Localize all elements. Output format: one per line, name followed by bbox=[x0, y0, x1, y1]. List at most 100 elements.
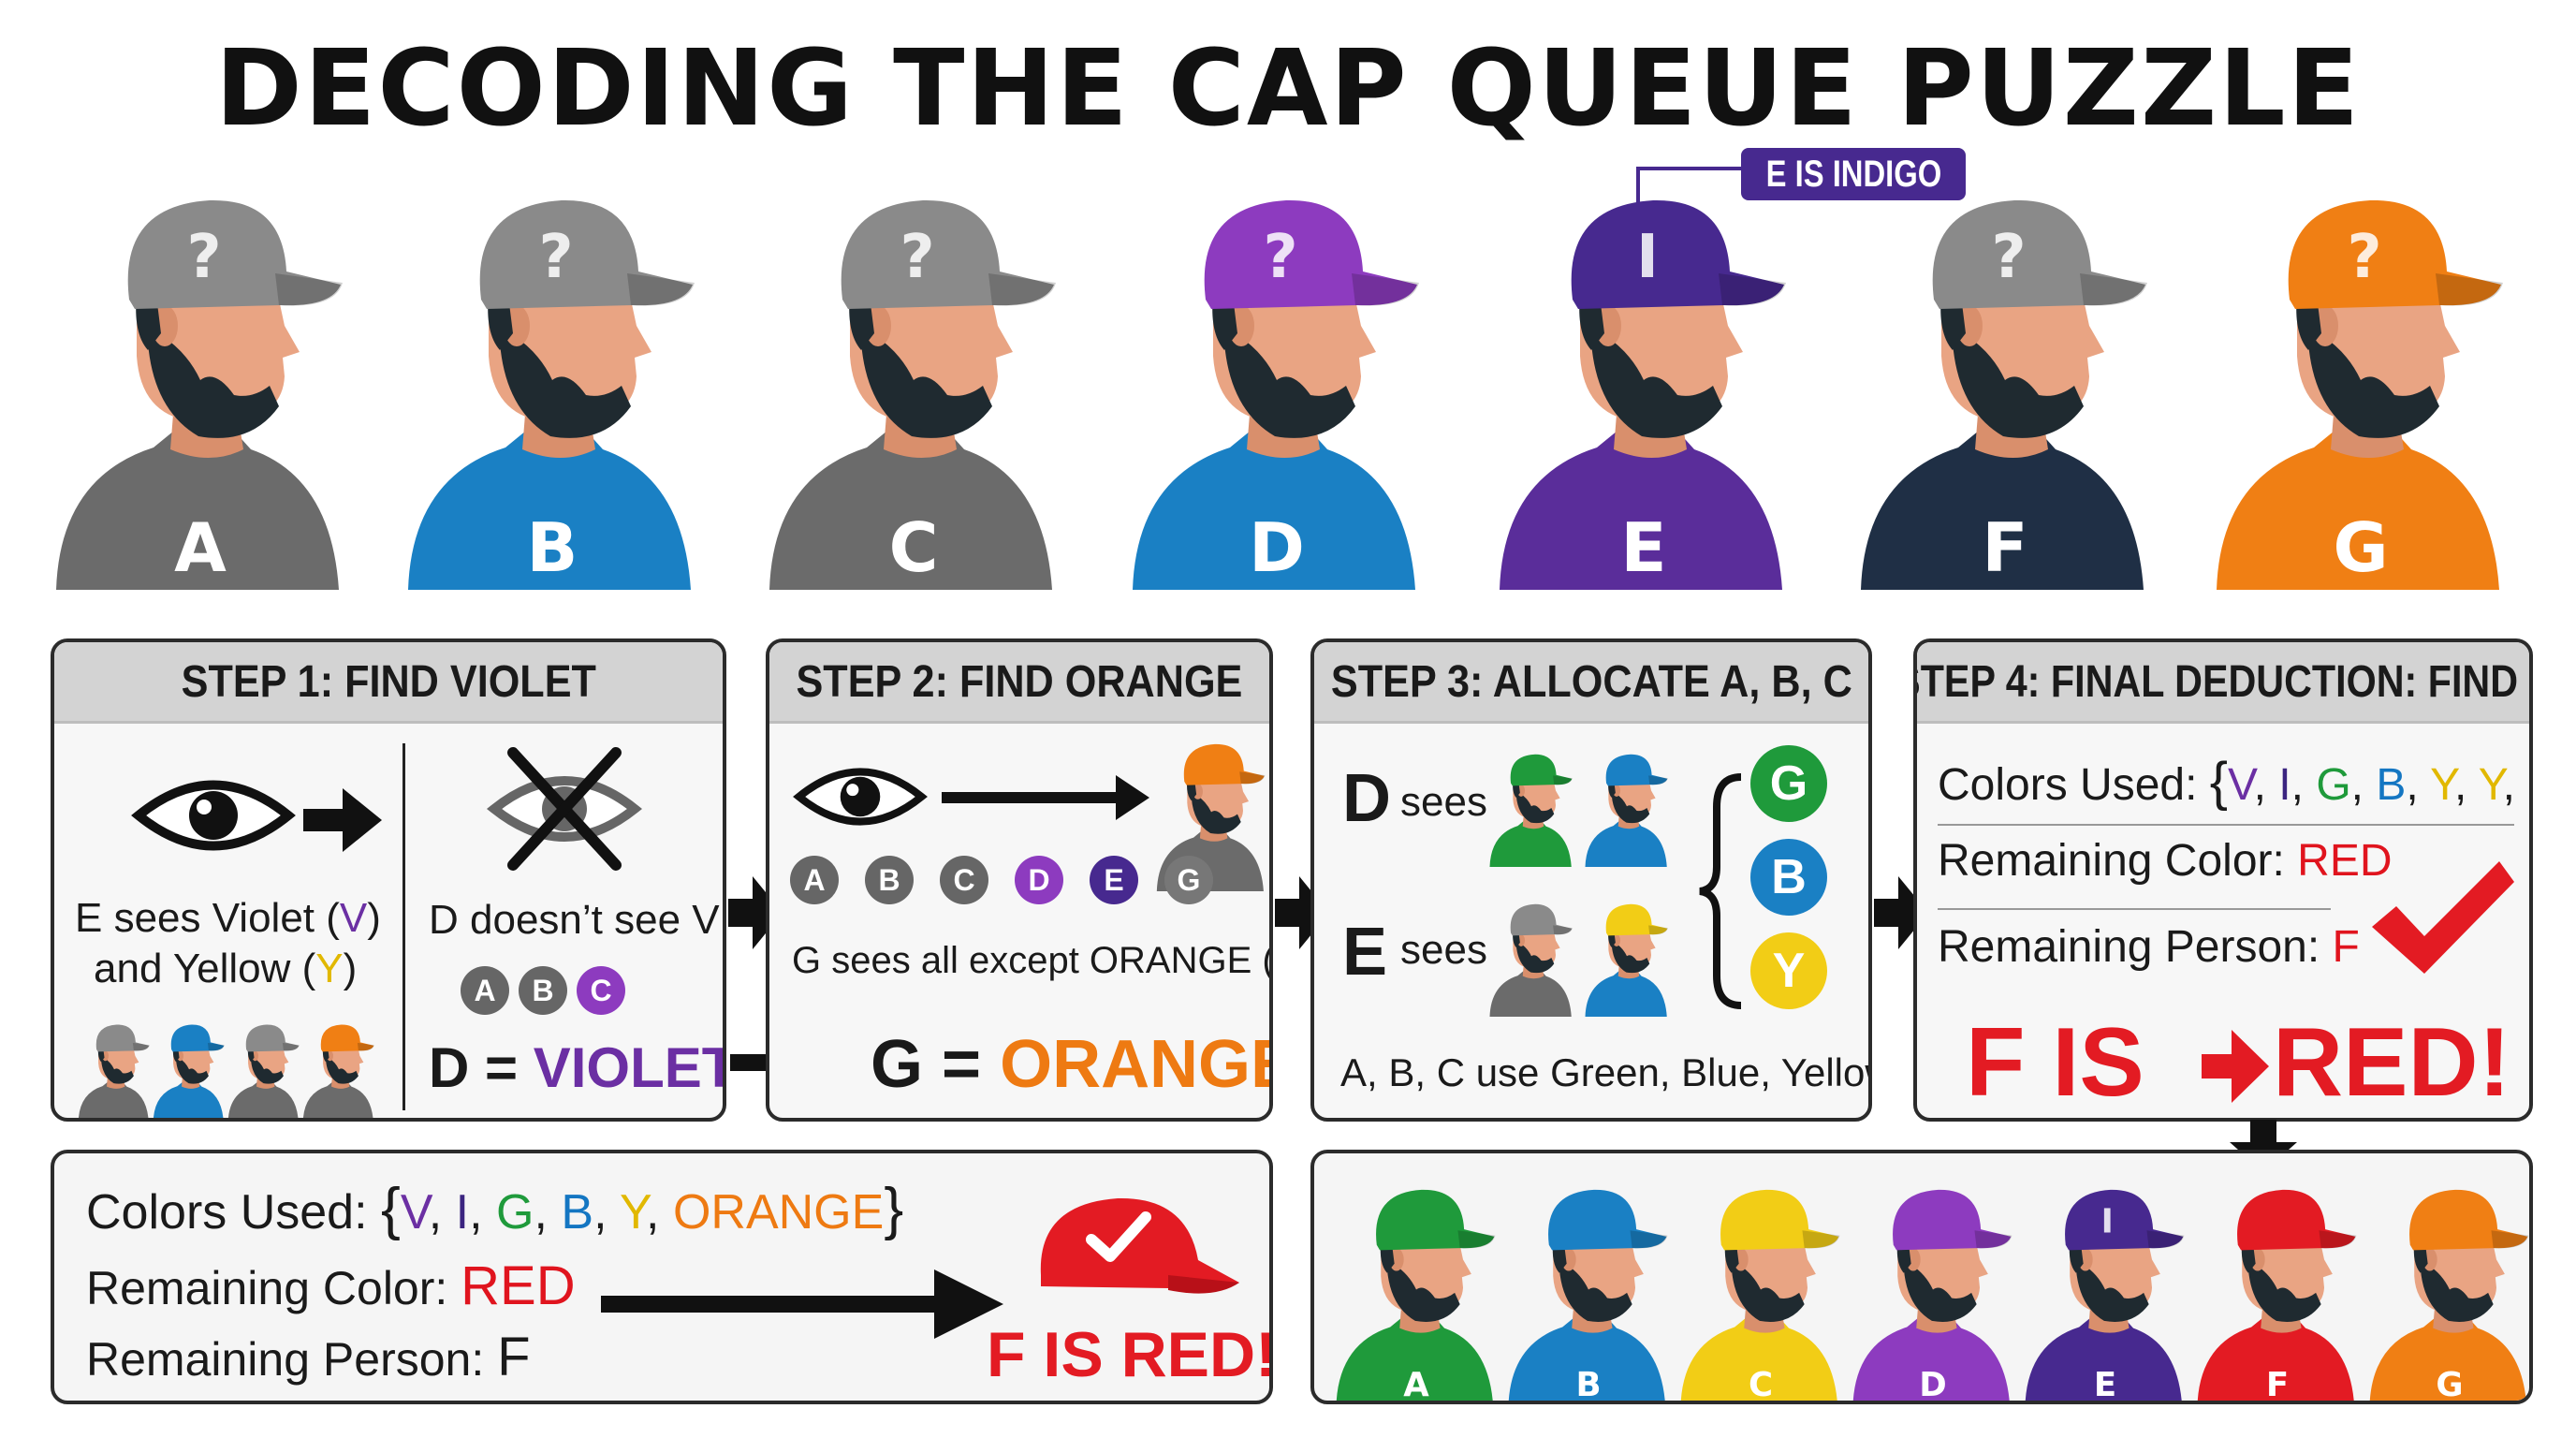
step1-circle-c: C bbox=[577, 966, 625, 1015]
brace-icon bbox=[1699, 773, 1742, 1009]
step4-divider-1 bbox=[1938, 824, 2514, 826]
summary-colors-used: Colors Used: {V, I, G, B, Y, ORANGE} bbox=[86, 1177, 904, 1241]
svg-text:?: ? bbox=[900, 223, 934, 292]
step1-mini-head bbox=[75, 1017, 154, 1118]
callout-leader-line bbox=[1636, 167, 1764, 211]
step2-circle-e: E bbox=[1090, 856, 1138, 904]
step3-seen-head bbox=[1485, 745, 1578, 867]
step2-g-head bbox=[1146, 732, 1269, 891]
step2-circle-g: G bbox=[1164, 856, 1213, 904]
red-cap-icon bbox=[1040, 1197, 1239, 1294]
person-g: ? G bbox=[2211, 169, 2510, 590]
svg-text:G: G bbox=[2333, 508, 2388, 587]
step2-circle-a: A bbox=[790, 856, 839, 904]
step4-panel: STEP 4: FINAL DEDUCTION: FIND F Colors U… bbox=[1913, 638, 2533, 1122]
svg-text:G: G bbox=[2436, 1366, 2463, 1404]
callout-indigo: E IS INDIGO bbox=[1741, 148, 1966, 200]
svg-text:A: A bbox=[174, 508, 227, 587]
step4-divider-2 bbox=[1938, 908, 2331, 910]
step2-result: G = ORANGE bbox=[871, 1027, 1273, 1102]
svg-text:B: B bbox=[1575, 1366, 1601, 1404]
step4-final: F IS bbox=[1966, 1008, 2144, 1117]
step1-to-step2-arrow bbox=[728, 876, 783, 949]
step3-seen-head bbox=[1485, 895, 1578, 1017]
step1-mini-head bbox=[225, 1017, 303, 1118]
step4-header: STEP 4: FINAL DEDUCTION: FIND F bbox=[1917, 642, 2529, 724]
svg-text:?: ? bbox=[2347, 223, 2381, 292]
svg-text:?: ? bbox=[1263, 223, 1297, 292]
step1-d-doesnt-see: D doesn’t see V bbox=[429, 897, 720, 943]
svg-text:?: ? bbox=[186, 223, 221, 292]
step1-mini-head bbox=[150, 1017, 228, 1118]
step3-to-step4-arrow bbox=[1874, 876, 1928, 949]
svg-text:F: F bbox=[2266, 1366, 2289, 1404]
svg-text:E: E bbox=[1620, 508, 1666, 587]
step4-final-red: RED! bbox=[2273, 1008, 2511, 1117]
final-person-b: B bbox=[1500, 1172, 1677, 1404]
final-person-c: C bbox=[1672, 1172, 1850, 1404]
final-person-d: D bbox=[1844, 1172, 2022, 1401]
step1-circle-a: A bbox=[461, 966, 509, 1015]
step4-colors-used: Colors Used: {V, I, G, B, Y, Y, O} bbox=[1938, 752, 2529, 812]
red-arrow-icon bbox=[2202, 1030, 2269, 1103]
step2-circle-b: B bbox=[865, 856, 914, 904]
step1-divider bbox=[402, 743, 405, 1110]
step3-seen-head bbox=[1580, 895, 1674, 1017]
step3-d-label: D bbox=[1342, 761, 1391, 836]
step1-e-sees: E sees Violet (V) bbox=[75, 895, 381, 941]
person-e: I E bbox=[1494, 169, 1793, 590]
person-a: ? A bbox=[51, 169, 350, 590]
final-person-e: I E bbox=[2016, 1172, 2194, 1401]
svg-text:C: C bbox=[1749, 1366, 1773, 1404]
down-arrow-icon bbox=[2230, 1120, 2297, 1172]
summary-remaining-color: Remaining Color: RED bbox=[86, 1255, 576, 1316]
step3-header: STEP 3: ALLOCATE A, B, C bbox=[1314, 642, 1868, 724]
step2-header: STEP 2: FIND ORANGE bbox=[769, 642, 1269, 724]
svg-text:?: ? bbox=[1991, 223, 2026, 292]
final-person-a: A bbox=[1327, 1172, 1505, 1401]
step4-remaining-color: Remaining Color: RED bbox=[1938, 836, 2393, 886]
arrow-right-icon bbox=[303, 788, 382, 852]
final-person-f: F bbox=[2188, 1172, 2366, 1404]
page-title: DECODING THE CAP QUEUE PUZZLE bbox=[214, 28, 2362, 150]
step3-option-b: B bbox=[1750, 839, 1827, 916]
summary-conclusion: F IS RED! bbox=[987, 1319, 1273, 1390]
final-row-panel: A B C D bbox=[1310, 1150, 2533, 1404]
checkmark-icon bbox=[2372, 861, 2514, 974]
summary-remaining-person: Remaining Person: F bbox=[86, 1327, 531, 1387]
svg-text:F: F bbox=[1982, 508, 2027, 587]
svg-text:D: D bbox=[1249, 508, 1305, 587]
step3-note: A, B, C use Green, Blue, Yellow bbox=[1340, 1050, 1872, 1094]
step2-circle-c: C bbox=[940, 856, 988, 904]
step3-d-sees: sees bbox=[1400, 779, 1487, 825]
svg-text:B: B bbox=[527, 508, 578, 587]
svg-text:C: C bbox=[889, 508, 939, 587]
step1-header: STEP 1: FIND VIOLET bbox=[54, 642, 723, 724]
step3-e-sees: sees bbox=[1400, 927, 1487, 973]
step2-g-sees: G sees all except ORANGE (O) bbox=[792, 940, 1273, 981]
step3-option-y: Y bbox=[1750, 932, 1827, 1009]
step3-panel: STEP 3: ALLOCATE A, B, C D sees E sees bbox=[1310, 638, 1872, 1122]
step4-remaining-person: Remaining Person: F bbox=[1938, 922, 2360, 972]
step1-and-yellow: and Yellow (Y) bbox=[94, 946, 358, 991]
eye-icon bbox=[131, 780, 296, 851]
svg-text:I: I bbox=[2101, 1202, 2114, 1240]
long-arrow-icon bbox=[942, 775, 1149, 820]
person-b: ? B bbox=[402, 169, 702, 590]
step1-mini-head bbox=[300, 1017, 378, 1118]
person-f: ? F bbox=[1855, 169, 2155, 590]
crossed-eye-icon bbox=[486, 747, 643, 871]
step2-circle-d: D bbox=[1015, 856, 1063, 904]
final-person-g: G bbox=[2361, 1172, 2529, 1404]
callout-indigo-text: E IS INDIGO bbox=[1765, 153, 1941, 195]
step3-option-g: G bbox=[1750, 745, 1827, 822]
person-c: ? C bbox=[764, 169, 1063, 590]
svg-text:?: ? bbox=[538, 223, 573, 292]
person-d: ? D bbox=[1127, 169, 1427, 590]
step1-circle-b: B bbox=[519, 966, 567, 1015]
summary-arrow-icon bbox=[601, 1269, 1003, 1339]
step1-result: D = VIOLET bbox=[429, 1036, 726, 1099]
step3-e-label: E bbox=[1342, 915, 1388, 990]
step2-to-step3-arrow bbox=[1275, 876, 1329, 949]
